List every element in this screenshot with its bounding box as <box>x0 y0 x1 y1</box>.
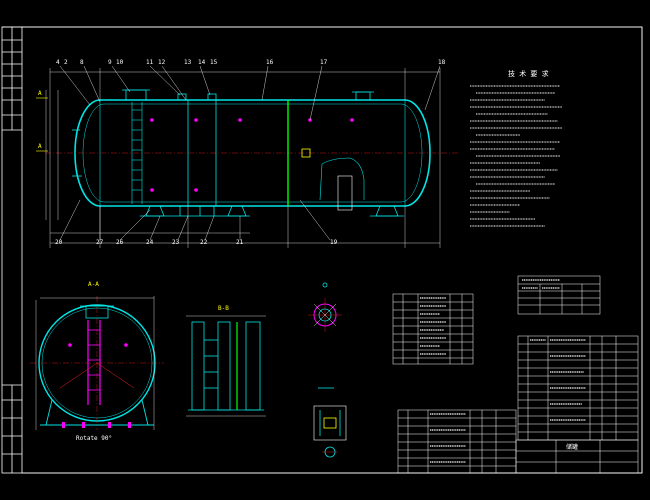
balloons-bottom: 20 27 26 24 23 22 21 19 <box>55 239 338 246</box>
balloon-label: 18 <box>438 59 446 66</box>
title-block <box>515 439 639 474</box>
balloon-label: 15 <box>210 59 218 66</box>
balloon-label: 12 <box>158 59 166 66</box>
balloons-top: 4 2 8 9 10 11 12 13 14 15 16 17 18 <box>56 59 446 66</box>
section-b-label: B-B <box>218 305 229 312</box>
top-nozzles <box>122 89 374 101</box>
balloon-label: 23 <box>172 239 180 246</box>
balloon-label: 16 <box>266 59 274 66</box>
balloon-label: 8 <box>80 59 84 66</box>
balloon-label: 9 <box>108 59 112 66</box>
main-vessel-view <box>45 89 460 217</box>
section-b-view: B-B <box>186 305 266 417</box>
section-mark-a-upper: A <box>38 90 42 97</box>
magenta-markers <box>150 118 354 192</box>
table-text-strokes <box>420 279 586 463</box>
balloon-label: 17 <box>320 59 328 66</box>
balloon-label: 4 <box>56 59 60 66</box>
balloon-label: 11 <box>146 59 154 66</box>
internal-ladder <box>131 102 143 204</box>
section-a-caption: Rotate 90° <box>76 435 112 442</box>
notes-heading: 技 术 要 求 <box>508 69 549 78</box>
flange-detail <box>308 282 342 332</box>
section-a-label: A-A <box>88 281 99 288</box>
balloon-label: 22 <box>200 239 208 246</box>
balloon-label: 24 <box>146 239 154 246</box>
balloon-label: 27 <box>96 239 104 246</box>
technical-notes: 技 术 要 求 <box>470 69 562 227</box>
main-dimensions <box>45 65 441 248</box>
drawing-name: 储罐 <box>566 443 578 451</box>
balloon-label: 2 <box>64 59 68 66</box>
balloon-label: 21 <box>236 239 244 246</box>
balloon-label: 26 <box>116 239 124 246</box>
balloon-label: 13 <box>184 59 192 66</box>
saddle-supports <box>140 205 404 217</box>
balloon-label: 14 <box>198 59 206 66</box>
parts-list-bottom <box>397 409 517 474</box>
balloon-label: 20 <box>55 239 63 246</box>
nozzle-detail <box>313 387 347 458</box>
balloon-label: 10 <box>116 59 124 66</box>
nozzle-schedule-table <box>392 293 474 365</box>
balloon-label: 19 <box>330 239 338 246</box>
section-a-view: A-A Rotate 9 <box>30 281 164 442</box>
section-mark-a-lower: A <box>38 143 42 150</box>
drawing-frame <box>1 26 643 474</box>
design-data-table <box>517 275 601 315</box>
